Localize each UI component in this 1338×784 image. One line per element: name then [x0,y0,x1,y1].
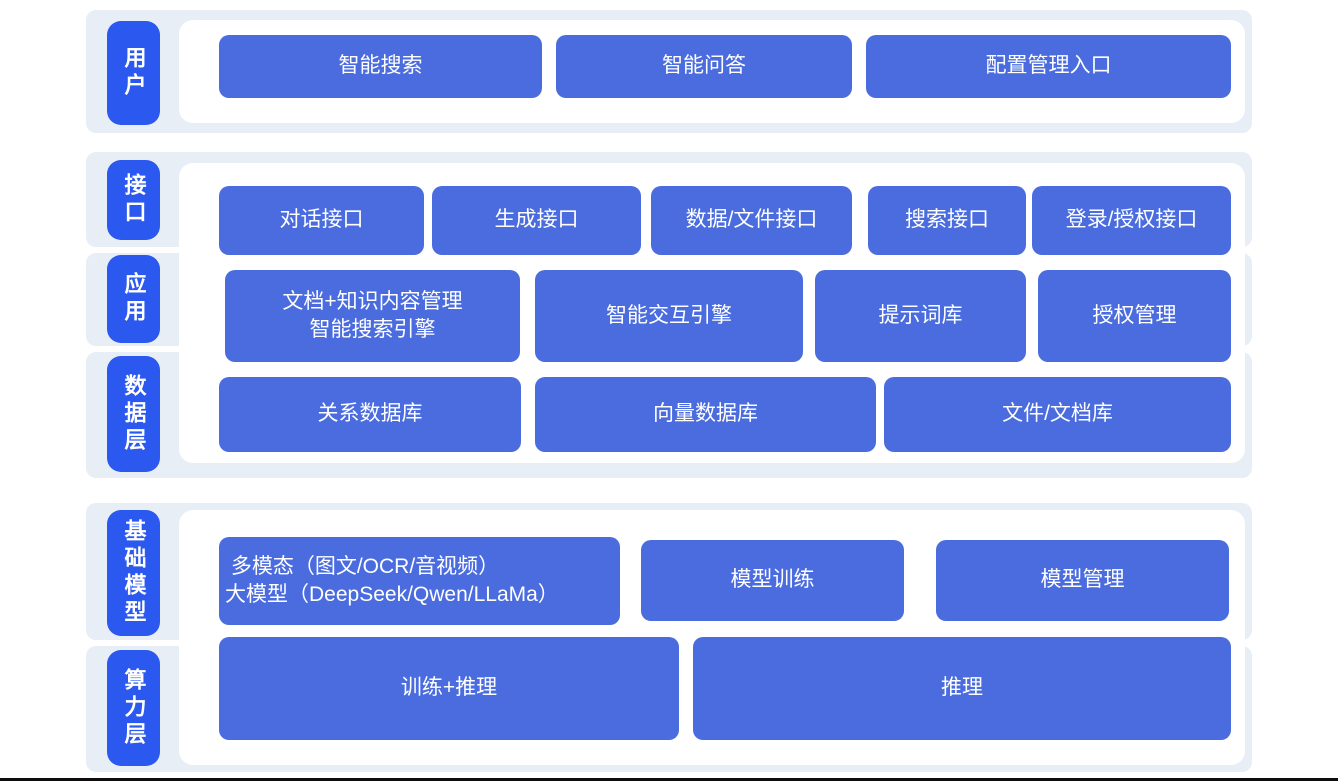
bottom-divider [0,778,1338,781]
layer-pill-compute-layer: 算力层 [107,650,160,766]
layer-pill-foundation-model: 基础模型 [107,510,160,636]
box-relational-database: 关系数据库 [219,377,521,452]
layer-pill-interface: 接口 [107,160,160,240]
box-smart-qa: 智能问答 [556,35,852,98]
panel-interface-app-data: 对话接口 生成接口 数据/文件接口 搜索接口 登录/授权接口 文档+知识内容管理… [179,163,1245,463]
box-data-file-api: 数据/文件接口 [651,186,852,255]
layer-pill-data-layer: 数据层 [107,356,160,472]
box-authorization-management: 授权管理 [1038,270,1231,362]
box-smart-interaction-engine: 智能交互引擎 [535,270,803,362]
box-doc-knowledge-search-engine: 文档+知识内容管理 智能搜索引擎 [225,270,520,362]
layer-pill-user: 用户 [107,21,160,125]
layer-pill-application: 应用 [107,255,160,343]
box-model-management: 模型管理 [936,540,1229,621]
box-dialog-api: 对话接口 [219,186,424,255]
box-search-api: 搜索接口 [868,186,1026,255]
box-vector-database: 向量数据库 [535,377,876,452]
box-login-auth-api: 登录/授权接口 [1032,186,1231,255]
box-file-document-store: 文件/文档库 [884,377,1231,452]
box-model-training: 模型训练 [641,540,904,621]
panel-foundation-compute: 多模态（图文/OCR/音视频） 大模型（DeepSeek/Qwen/LLaMa）… [179,510,1245,765]
box-inference: 推理 [693,637,1231,740]
panel-user-layer: 智能搜索 智能问答 配置管理入口 [179,20,1245,123]
box-training-plus-inference: 训练+推理 [219,637,679,740]
box-multimodal-llm: 多模态（图文/OCR/音视频） 大模型（DeepSeek/Qwen/LLaMa） [219,537,620,625]
box-smart-search: 智能搜索 [219,35,542,98]
box-generation-api: 生成接口 [432,186,641,255]
box-config-management-entry: 配置管理入口 [866,35,1231,98]
box-prompt-library: 提示词库 [815,270,1026,362]
